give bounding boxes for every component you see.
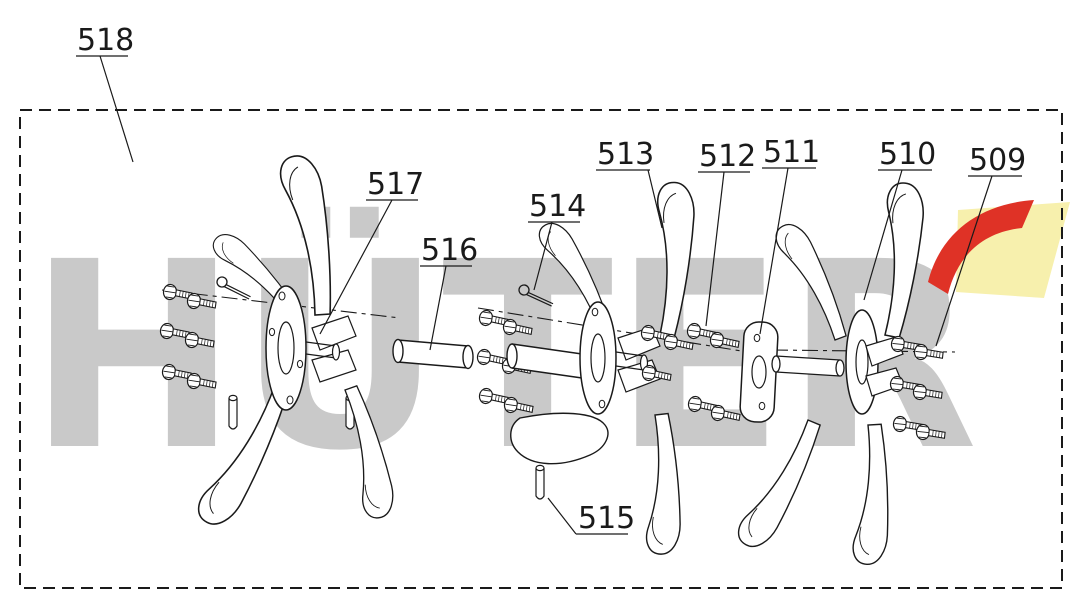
part-labels: 518 517 516 514 513 512 511 510 509 515 <box>77 23 1026 536</box>
shaft-tube-516 <box>392 338 474 370</box>
part-label-513: 513 <box>597 137 654 172</box>
brand-logo <box>928 200 1070 298</box>
part-label-511: 511 <box>763 135 820 170</box>
leader-516 <box>420 265 472 351</box>
blade-middle-scoop <box>510 412 609 465</box>
pin-left-a <box>228 394 238 430</box>
leader-518 <box>76 55 134 163</box>
hub-flange-right <box>845 309 904 415</box>
axle-tube-right <box>771 355 845 377</box>
blade-assembly-middle <box>475 177 742 559</box>
leader-514 <box>528 221 580 291</box>
logo-red-swoosh <box>928 200 1034 294</box>
part-label-515: 515 <box>578 501 635 536</box>
part-label-514: 514 <box>529 189 586 224</box>
leader-509 <box>935 175 1022 347</box>
leader-510 <box>863 169 932 301</box>
flange-plate-511 <box>739 321 779 423</box>
leader-512 <box>698 171 750 327</box>
brand-watermark: HÜTER <box>28 204 978 507</box>
leader-511 <box>759 167 816 335</box>
leader-515 <box>547 497 628 535</box>
part-label-512: 512 <box>699 139 756 174</box>
part-label-516: 516 <box>421 233 478 268</box>
part-label-517: 517 <box>367 167 424 202</box>
part-label-510: 510 <box>879 137 936 172</box>
pin-515 <box>535 464 545 500</box>
dashed-frame-border <box>19 109 1063 589</box>
blade-assembly-right <box>734 177 951 568</box>
part-label-509: 509 <box>969 143 1026 178</box>
leader-517 <box>319 199 418 335</box>
blade-assembly-left <box>158 153 474 535</box>
leader-513 <box>596 169 663 229</box>
leader-lines <box>76 55 1022 535</box>
hub-flange-left <box>265 285 357 411</box>
part-label-518: 518 <box>77 23 134 58</box>
